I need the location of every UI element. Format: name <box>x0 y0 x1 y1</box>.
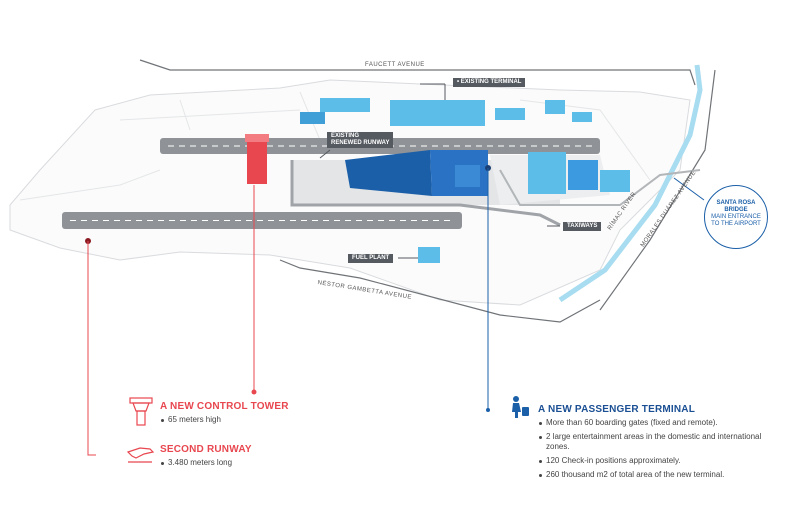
terminal-feature: 2 large entertainment areas in the domes… <box>538 432 778 452</box>
rimac-river <box>558 64 703 303</box>
terminal-feature: More than 60 boarding gates (fixed and r… <box>538 418 778 428</box>
traveler-icon <box>512 396 529 418</box>
new-terminal-info: A NEW PASSENGER TERMINAL More than 60 bo… <box>538 404 778 484</box>
renewed-runway-line-2: RENEWED RUNWAY <box>331 140 390 146</box>
new-terminal-title: A NEW PASSENGER TERMINAL <box>538 404 696 415</box>
control-tower-info: A NEW CONTROL TOWER 65 meters high <box>160 401 289 429</box>
bridge-title-1: SANTA ROSA <box>716 200 756 206</box>
fuel-plant-label: FUEL PLANT <box>348 254 394 263</box>
second-runway-detail: 3.480 meters long <box>160 458 252 468</box>
bridge-sub-2: TO THE AIRPORT <box>711 221 761 227</box>
taxiways-label: TAXIWAYS <box>563 222 602 231</box>
faucett-avenue-label: FAUCETT AVENUE <box>365 62 425 68</box>
airplane-icon <box>126 447 155 463</box>
renewed-runway-label: EXISTING RENEWED RUNWAY <box>327 132 394 148</box>
control-tower-title: A NEW CONTROL TOWER <box>160 401 289 412</box>
control-tower-detail: 65 meters high <box>160 415 289 425</box>
morales-avenue-road <box>599 69 716 311</box>
terminal-feature: 120 Check-in positions approximately. <box>538 456 778 466</box>
existing-terminal-building <box>390 100 485 126</box>
east-buildings <box>528 152 566 194</box>
gambetta-avenue-road <box>279 259 601 323</box>
new-terminal-building <box>345 150 432 196</box>
terminal-feature: 260 thousand m2 of total area of the new… <box>538 470 778 480</box>
faucett-avenue-road <box>139 59 696 86</box>
bridge-title-2: BRIDGE <box>724 207 748 213</box>
fuel-plant-building <box>418 247 440 263</box>
control-tower-icon <box>129 397 153 426</box>
control-tower <box>247 138 267 184</box>
santa-rosa-bridge-callout: SANTA ROSA BRIDGE MAIN ENTRANCE TO THE A… <box>704 185 768 249</box>
taxiway-network <box>290 160 561 227</box>
runway-callout-line <box>87 241 96 456</box>
second-runway-title: SECOND RUNWAY <box>160 444 252 455</box>
existing-terminal-label: • EXISTING TERMINAL <box>453 78 526 87</box>
bridge-sub-1: MAIN ENTRANCE <box>711 214 761 220</box>
second-runway-info: SECOND RUNWAY 3.480 meters long <box>160 444 252 472</box>
renewed-runway-line-1: EXISTING <box>331 133 360 139</box>
